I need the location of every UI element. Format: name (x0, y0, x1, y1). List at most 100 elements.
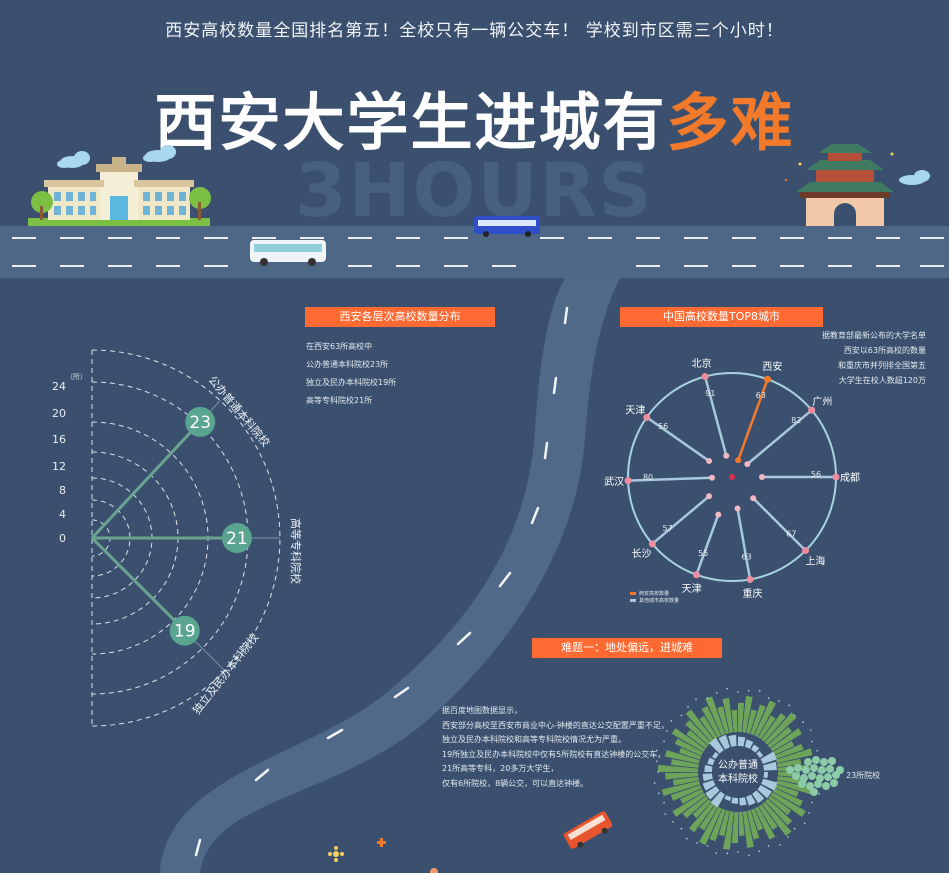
inner-segment (718, 734, 730, 750)
inner-segment (739, 797, 747, 806)
outer-dot (748, 854, 750, 857)
ring-segment (746, 810, 760, 840)
radar-spoke (736, 378, 769, 461)
outer-dot (758, 690, 761, 692)
outer-dot (696, 842, 698, 844)
radar-outer-dot (648, 540, 656, 548)
ring-segment (738, 811, 745, 836)
series-label-vocational: 高等专科院校 (289, 518, 303, 584)
ring-segment (746, 709, 757, 734)
radar-inner-dot (709, 474, 716, 481)
ring-segment (679, 747, 702, 760)
radar-outer-dot (701, 373, 709, 381)
ring-segment (718, 810, 730, 837)
winding-road (160, 278, 620, 873)
outer-dot (802, 721, 804, 723)
circle-label-line2: 本科院校 (718, 772, 758, 785)
radar-spoke (703, 376, 728, 457)
spoke-line (90, 420, 202, 540)
outer-dot (793, 714, 796, 717)
ring-segment (685, 709, 714, 743)
ring-segment (750, 704, 766, 736)
section-label-top8: 中国高校数量TOP8城市 (620, 307, 823, 327)
ring-segment (661, 780, 700, 797)
outer-dot (793, 827, 796, 830)
ring-segment (754, 806, 776, 840)
inner-segment (704, 765, 713, 772)
value-marker (185, 406, 216, 437)
cluster-dot (802, 766, 810, 774)
cluster-dot (822, 782, 830, 790)
radar-spoke (695, 514, 720, 576)
ring-segment (776, 780, 813, 795)
inner-segment (757, 785, 772, 799)
ring-segment (688, 802, 715, 833)
ring-segment (750, 808, 764, 831)
inner-segment (731, 797, 738, 804)
inner-segment (712, 751, 719, 759)
cluster-dot (826, 765, 834, 773)
outer-dot (726, 852, 729, 855)
inner-segment (724, 795, 732, 801)
spoke-line (90, 536, 186, 632)
tick-label: 4 (59, 508, 66, 521)
inner-segment (746, 794, 756, 806)
outer-dot (808, 812, 810, 814)
ring-segment (731, 811, 738, 843)
outer-dot (737, 851, 739, 853)
outer-dot (655, 760, 658, 763)
inner-segment (728, 734, 737, 747)
radar-city: 武汉 (604, 475, 624, 488)
ring-segment (768, 795, 792, 816)
outer-dot (680, 714, 683, 717)
outer-dot (779, 843, 781, 846)
background-word: 3HOURS (295, 148, 654, 234)
radar-spoke (746, 409, 813, 466)
inner-segment (744, 739, 754, 749)
cloud-icon (57, 151, 90, 168)
outer-dot (657, 792, 660, 795)
cluster-dot (810, 764, 818, 772)
ring-segment (767, 726, 792, 748)
radar-inner-dot (750, 495, 757, 502)
tick-label: 12 (52, 460, 66, 473)
inner-segment (707, 757, 715, 766)
radar-city: 广州 (812, 396, 832, 408)
radar-inner-dot (759, 474, 765, 480)
radar-legend: 西安高校数量 其他城市高校数量 (630, 590, 679, 604)
ring-segment (772, 741, 795, 756)
ring-segment (701, 705, 722, 738)
ring-segment (680, 788, 704, 804)
ring-segment (692, 799, 712, 819)
note-line: 西安以63所高校的数量 (843, 346, 926, 355)
ring-segment (672, 776, 699, 786)
circle-label-line1: 公办普通 (718, 758, 758, 771)
inner-segment (752, 790, 765, 804)
radar-outer-dot (802, 547, 810, 555)
inner-segment (763, 761, 777, 771)
ring-segment (709, 808, 726, 842)
inner-segment (751, 744, 760, 753)
outer-dot (816, 749, 819, 752)
outer-dot (747, 689, 750, 692)
ring-segment (761, 713, 786, 742)
value-marker (169, 615, 200, 646)
radar-value: 56 (811, 470, 821, 479)
outer-dot (653, 782, 656, 784)
cluster-dot (824, 773, 832, 781)
subtitle: 西安高校数量全国排名第五！全校只有一辆公交车！ 学校到市区需三个小时！ (165, 21, 784, 41)
radar-inner-dot (723, 452, 730, 459)
distribution-notes: 在西安63所高校中 公办普通本科院校23所 独立及民办本科院校19所 高等专科院… (306, 338, 396, 410)
outer-dot (664, 813, 667, 815)
chart-unit: （所） (66, 373, 87, 381)
outer-dot (778, 700, 780, 702)
outer-dot (656, 749, 658, 752)
outer-dot (726, 687, 728, 690)
ring-segment (699, 806, 722, 846)
cluster-dot (806, 782, 814, 790)
bus-icon (250, 240, 326, 266)
flower-icon (328, 846, 344, 862)
cluster-dot (804, 758, 812, 766)
radar-spoke (628, 476, 713, 482)
